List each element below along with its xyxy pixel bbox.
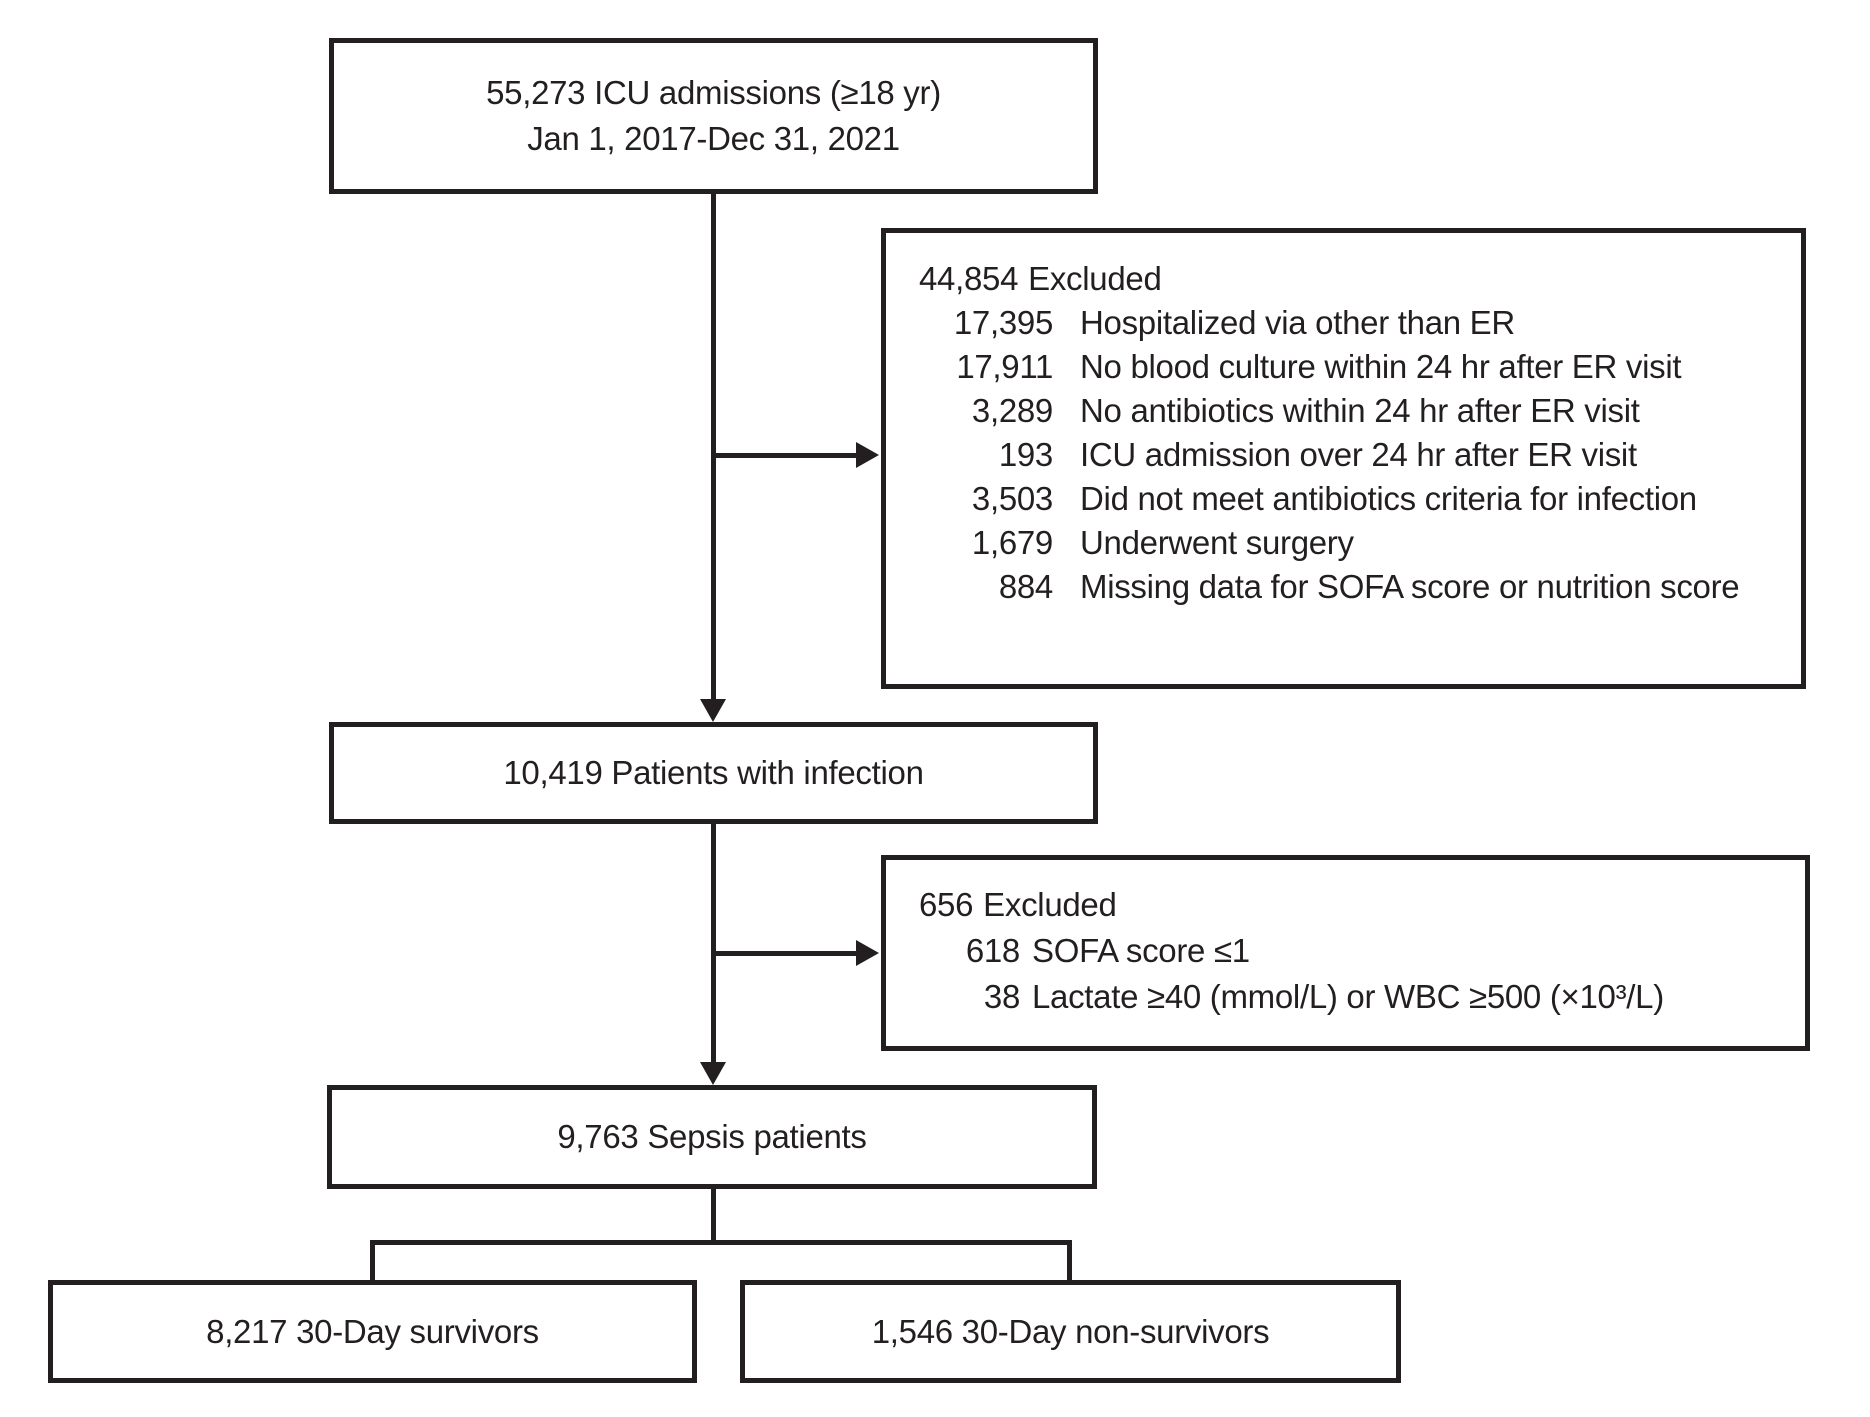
exclusion-1-item: 3,503 Did not meet antibiotics criteria … [919, 477, 1791, 521]
exclusion-count: 1,679 [971, 524, 1053, 561]
exclusion-reason: Did not meet antibiotics criteria for in… [1080, 480, 1697, 517]
infection-box-label: 10,419 Patients with infection [503, 754, 924, 791]
exclusion-1-label: Excluded [1028, 260, 1162, 297]
exclusion-1-item: 17,911 No blood culture within 24 hr aft… [919, 345, 1791, 389]
exclusion-reason: Underwent surgery [1080, 524, 1354, 561]
icu-admissions-line1: 55,273 ICU admissions (≥18 yr) [486, 74, 941, 111]
exclusion-count: 3,503 [971, 480, 1053, 517]
connector-branch-horizontal [370, 1240, 1072, 1245]
exclusion-count: 193 [998, 436, 1053, 473]
exclusion-count: 38 [983, 978, 1020, 1015]
sepsis-box-label: 9,763 Sepsis patients [557, 1118, 867, 1155]
exclusion-1-item: 884 Missing data for SOFA score or nutri… [919, 565, 1791, 609]
exclusion-count: 618 [965, 932, 1020, 969]
exclusion-reason: Hospitalized via other than ER [1080, 304, 1515, 341]
arrowhead-right-icon [856, 442, 879, 468]
exclusion-reason: ICU admission over 24 hr after ER visit [1080, 436, 1637, 473]
connector-to-exclusion-2 [713, 951, 857, 956]
exclusion-1-item: 193 ICU admission over 24 hr after ER vi… [919, 433, 1791, 477]
arrowhead-down-icon [700, 1062, 726, 1085]
exclusion-1-item: 17,395 Hospitalized via other than ER [919, 301, 1791, 345]
connector-to-exclusion-1 [713, 453, 857, 458]
exclusion-count: 17,911 [956, 348, 1053, 385]
sepsis-box: 9,763 Sepsis patients [327, 1085, 1097, 1189]
connector-branch-left [370, 1240, 375, 1280]
icu-admissions-line2: Jan 1, 2017-Dec 31, 2021 [527, 120, 900, 157]
exclusion-1-total: 44,854 [919, 260, 1019, 297]
infection-box: 10,419 Patients with infection [329, 722, 1098, 824]
exclusion-reason: No blood culture within 24 hr after ER v… [1080, 348, 1682, 385]
survivors-box-label: 8,217 30-Day survivors [206, 1312, 539, 1350]
exclusion-2-item: 618 SOFA score ≤1 [919, 928, 1795, 974]
exclusion-2-total: 656 [919, 886, 974, 923]
connector-infection-to-sepsis [711, 823, 716, 1063]
exclusion-count: 3,289 [971, 392, 1053, 429]
non-survivors-box-label: 1,546 30-Day non-survivors [871, 1312, 1270, 1350]
exclusion-2-header: 656 Excluded [919, 882, 1795, 928]
survivors-box: 8,217 30-Day survivors [48, 1280, 697, 1383]
exclusion-1-item: 3,289 No antibiotics within 24 hr after … [919, 389, 1791, 433]
connector-branch-right [1067, 1240, 1072, 1280]
exclusion-reason: No antibiotics within 24 hr after ER vis… [1080, 392, 1640, 429]
icu-admissions-box: 55,273 ICU admissions (≥18 yr) Jan 1, 20… [329, 38, 1098, 194]
connector-sepsis-stem [711, 1189, 716, 1245]
exclusion-1-header: 44,854 Excluded [919, 257, 1791, 301]
exclusion-reason: SOFA score ≤1 [1032, 932, 1250, 969]
exclusion-count: 884 [998, 568, 1053, 605]
exclusion-box-2: 656 Excluded 618 SOFA score ≤1 38 Lactat… [881, 855, 1810, 1051]
exclusion-count: 17,395 [953, 304, 1053, 341]
non-survivors-box: 1,546 30-Day non-survivors [740, 1280, 1401, 1383]
exclusion-reason: Missing data for SOFA score or nutrition… [1080, 568, 1740, 605]
connector-top-to-infection [711, 193, 716, 700]
exclusion-box-1: 44,854 Excluded 17,395 Hospitalized via … [881, 228, 1806, 689]
exclusion-2-label: Excluded [983, 886, 1117, 923]
arrowhead-down-icon [700, 699, 726, 722]
arrowhead-right-icon [856, 940, 879, 966]
exclusion-2-item: 38 Lactate ≥40 (mmol/L) or WBC ≥500 (×10… [919, 974, 1795, 1020]
exclusion-reason: Lactate ≥40 (mmol/L) or WBC ≥500 (×10³/L… [1032, 978, 1664, 1015]
exclusion-1-item: 1,679 Underwent surgery [919, 521, 1791, 565]
